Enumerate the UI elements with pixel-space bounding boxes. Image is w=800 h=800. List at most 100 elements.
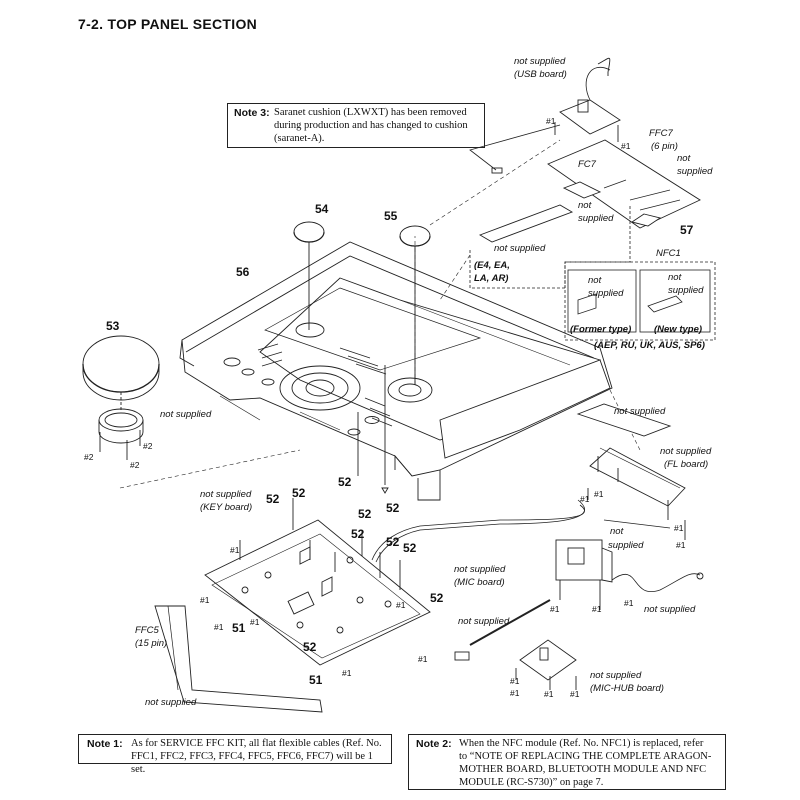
fl-board [576, 403, 686, 540]
part-number-57: 57 [680, 223, 694, 237]
former-type-box [567, 269, 637, 333]
part-number-52: 52 [430, 591, 444, 605]
part-number-52: 52 [358, 507, 372, 521]
former-type-label: (Former type) [570, 324, 631, 335]
new-type-label: (New type) [654, 324, 702, 335]
note-1-line: FFC1, FFC2, FFC3, FFC4, FFC5, FFC6, FFC7… [131, 751, 373, 775]
ffc5-label: FFC5 [135, 625, 159, 636]
key-board-label: not supplied [200, 489, 252, 500]
note-3-line: Saranet cushion (LXWXT) has been removed [274, 107, 467, 118]
new-type-not-supplied: not [668, 272, 682, 283]
part-number-53: 53 [106, 319, 120, 333]
not-supplied-label: not supplied [644, 604, 696, 615]
screw-1-label: #1 [594, 489, 604, 499]
screw-1-label: #1 [200, 595, 210, 605]
nfc1-label: NFC1 [656, 248, 681, 259]
note-2-line: When the NFC module (Ref. No. NFC1) is r… [459, 738, 704, 749]
button-cap-54 [293, 221, 325, 330]
not-supplied-label: supplied [578, 213, 614, 224]
screw-1-label: #1 [550, 604, 560, 614]
note-2-box: Note 2: When the NFC module (Ref. No. NF… [408, 734, 726, 790]
note-1-box: Note 1: As for SERVICE FFC KIT, all flat… [78, 734, 392, 775]
not-supplied-label: supplied [677, 166, 713, 177]
not-supplied-label: not supplied [458, 616, 510, 627]
new-type-not-supplied: supplied [668, 285, 704, 296]
part-number-52: 52 [386, 501, 400, 515]
part-number-52: 52 [338, 475, 352, 489]
not-supplied-label: not supplied [614, 406, 666, 417]
part-number-54: 54 [315, 202, 329, 216]
note-2-line: MOTHER BOARD, BLUETOOTH MODULE AND NFC [459, 764, 707, 775]
region-e4-label: LA, AR) [474, 273, 508, 284]
region-aep-label: (AEP, RU, UK, AUS, SP6) [594, 340, 705, 351]
ffc7-label: FFC7 [649, 128, 673, 139]
screw-1-label: #1 [418, 654, 428, 664]
mic-board-label: (MIC board) [454, 577, 505, 588]
not-supplied-label: not [677, 153, 691, 164]
screw-1-label: #1 [214, 622, 224, 632]
note-3-line: during production and has changed to cus… [274, 120, 468, 131]
screw-1-label: #1 [396, 600, 406, 610]
note-1-label: Note 1: [87, 738, 123, 750]
screw-1-label: #1 [510, 688, 520, 698]
note-2-line: MODULE (RC-S730)” on page 7. [459, 777, 604, 788]
part-number-52: 52 [386, 535, 400, 549]
part-number-55: 55 [384, 209, 398, 223]
former-type-not-supplied: supplied [588, 288, 624, 299]
screw-1-label: #1 [674, 523, 684, 533]
screw-1-label: #1 [624, 598, 634, 608]
annotations: not supplied (USB board) FFC7 (6 pin) no… [84, 56, 713, 708]
part-number-51: 51 [309, 673, 323, 687]
note-3-label: Note 3: [234, 107, 270, 119]
usb-board-label: (USB board) [514, 69, 567, 80]
screw-1-label: #1 [546, 116, 556, 126]
mic-hub-board [454, 599, 577, 690]
mic-board-label: not supplied [454, 564, 506, 575]
screw-1-label: #1 [250, 617, 260, 627]
mic-hub-label: not supplied [590, 670, 642, 681]
not-supplied-label: not supplied [145, 697, 197, 708]
note-1-line: As for SERVICE FFC KIT, all flat flexibl… [131, 738, 382, 749]
not-supplied-label: not supplied [160, 409, 212, 420]
part-number-52: 52 [351, 527, 365, 541]
not-supplied-label: not supplied [494, 243, 546, 254]
fl-board-label: (FL board) [664, 459, 708, 470]
top-panel-56 [179, 241, 613, 501]
screw-2-label: #2 [143, 441, 153, 451]
not-supplied-label: not [610, 526, 624, 537]
screw-1-label: #1 [342, 668, 352, 678]
guide-lines [119, 139, 641, 489]
mic-hub-label: (MIC-HUB board) [590, 683, 664, 694]
screw-52-top [357, 365, 389, 494]
ffc5-label: (15 pin) [135, 638, 167, 649]
ffc7-plate [478, 139, 701, 243]
not-supplied-label: supplied [608, 540, 644, 551]
screw-1-label: #1 [570, 689, 580, 699]
screw-1-label: #1 [580, 494, 590, 504]
part-number-52: 52 [292, 486, 306, 500]
screw-2-label: #2 [130, 460, 140, 470]
part-number-52: 52 [403, 541, 417, 555]
screw-1-label: #1 [544, 689, 554, 699]
screw-2-label: #2 [84, 452, 94, 462]
screw-1-label: #1 [621, 141, 631, 151]
former-type-not-supplied: not [588, 275, 602, 286]
screw-1-label: #1 [676, 540, 686, 550]
mic-board [555, 539, 704, 610]
ffc-cable-usb [469, 124, 561, 174]
screw-1-label: #1 [230, 545, 240, 555]
note-3-box: Note 3: Saranet cushion (LXWXT) has been… [227, 103, 485, 148]
note-3-line: (saranet-A). [274, 133, 325, 144]
page-title: 7-2. TOP PANEL SECTION [78, 16, 258, 32]
usb-board-label: not supplied [514, 56, 566, 67]
not-supplied-label: not [578, 200, 592, 211]
part-number-51: 51 [232, 621, 246, 635]
region-box-e4 [469, 206, 631, 289]
part-number-56: 56 [236, 265, 250, 279]
fl-board-label: not supplied [660, 446, 712, 457]
key-board-label: (KEY board) [200, 502, 252, 513]
part-number-52: 52 [303, 640, 317, 654]
screw-1-label: #1 [510, 676, 520, 686]
usb-board [554, 57, 621, 142]
